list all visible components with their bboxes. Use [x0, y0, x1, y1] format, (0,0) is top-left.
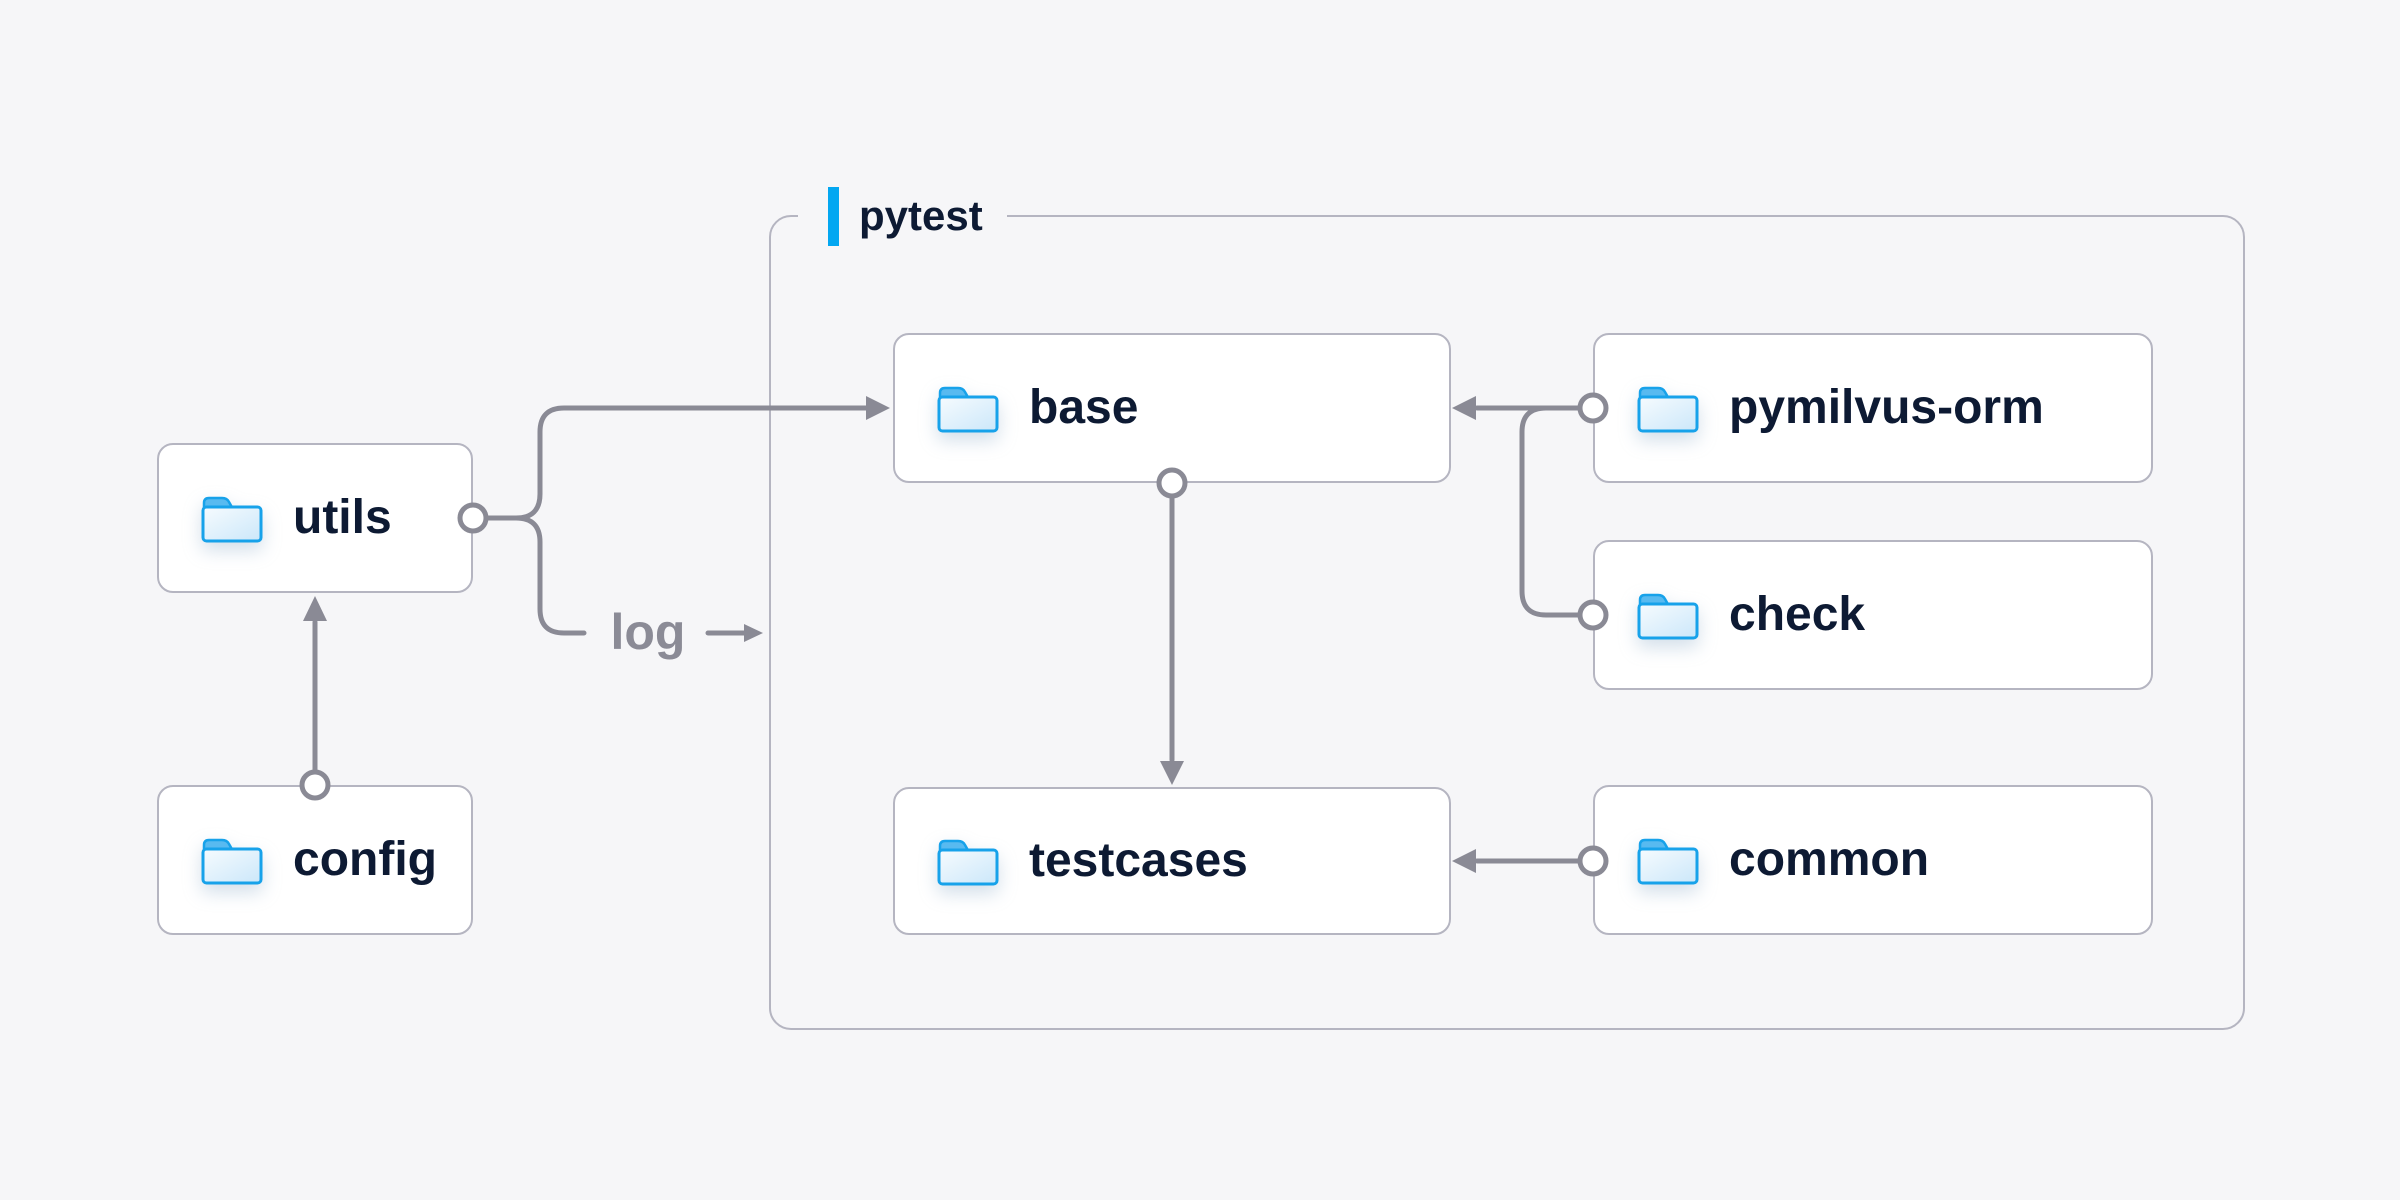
node-label: base [1029, 381, 1139, 434]
node-testcases: testcases [893, 787, 1451, 935]
node-config: config [157, 785, 473, 935]
node-label: check [1729, 588, 1866, 641]
pytest-container-box [769, 215, 2245, 1030]
node-base: base [893, 333, 1451, 483]
node-utils: utils [157, 443, 473, 593]
arrowhead-icon [744, 624, 763, 642]
folder-icon [937, 386, 999, 433]
edge-label-log: log [610, 604, 686, 660]
arrowhead-icon [303, 596, 327, 621]
node-label: config [293, 833, 437, 886]
container-title: pytest [859, 192, 983, 239]
folder-icon [937, 839, 999, 886]
node-label: pymilvus-orm [1729, 381, 2044, 434]
folder-icon [1637, 386, 1699, 433]
edge-config-utils [299, 596, 331, 801]
node-check: check [1593, 540, 2153, 690]
node-pymilvus-orm: pymilvus-orm [1593, 333, 2153, 483]
folder-icon [201, 838, 263, 885]
node-label: testcases [1029, 834, 1248, 887]
folder-icon [201, 496, 263, 543]
pytest-container-label: pytest [798, 183, 1007, 249]
node-label: utils [293, 491, 392, 544]
accent-bar-icon [828, 186, 839, 246]
folder-icon [1637, 593, 1699, 640]
node-label: common [1729, 833, 1930, 886]
node-common: common [1593, 785, 2153, 935]
folder-icon [1637, 838, 1699, 885]
